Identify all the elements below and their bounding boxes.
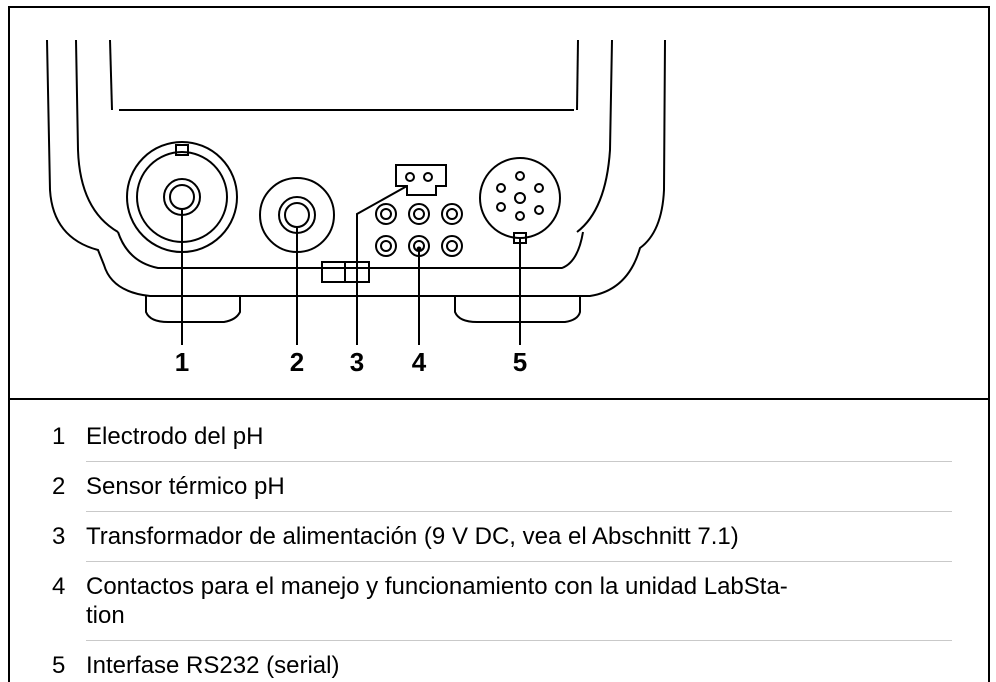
legend-item: 3 Transformador de alimentación (9 V DC,…: [52, 522, 952, 551]
leader-lines: [181, 185, 521, 345]
rs232-interface-socket: [479, 157, 561, 244]
legend-text-line-1: Contactos para el manejo y funcionamient…: [86, 573, 788, 600]
frame-top-border: [8, 6, 990, 8]
callout-2: 2: [289, 347, 305, 377]
legend-text: Electrodo del pH: [86, 423, 264, 450]
legend-number: 3: [52, 523, 66, 550]
legend-separator: [86, 640, 952, 641]
legend-item: 4 Contactos para el manejo y funcionamie…: [52, 572, 952, 630]
legend-item: 1 Electrodo del pH: [52, 422, 952, 451]
callout-5: 5: [512, 347, 528, 377]
legend-number: 4: [52, 573, 66, 600]
legend-separator: [86, 461, 952, 462]
legend-number: 2: [52, 473, 66, 500]
legend-text: Interfase RS232 (serial): [86, 652, 340, 679]
frame-right-border: [988, 6, 990, 682]
frame-divider: [8, 398, 990, 400]
labstation-contacts: [375, 203, 463, 257]
foot-right: [454, 296, 581, 323]
legend-text: Transformador de alimentación (9 V DC, v…: [86, 523, 739, 550]
legend-separator: [86, 561, 952, 562]
frame-left-border: [8, 6, 10, 682]
legend-item: 5 Interfase RS232 (serial): [52, 651, 952, 680]
power-supply-socket: [395, 164, 447, 196]
legend-text-line-2: tion: [86, 602, 125, 629]
callout-3: 3: [349, 347, 365, 377]
foot-left: [145, 296, 241, 323]
legend-number: 5: [52, 652, 66, 679]
legend-item: 2 Sensor térmico pH: [52, 472, 952, 501]
legend-separator: [86, 511, 952, 512]
legend-text: Sensor térmico pH: [86, 473, 285, 500]
housing-outline: [46, 39, 666, 297]
legend-number: 1: [52, 423, 66, 450]
legend-list: 1 Electrodo del pH 2 Sensor térmico pH 3…: [52, 422, 952, 680]
callout-4: 4: [411, 347, 427, 377]
callout-1: 1: [174, 347, 190, 377]
device-connector-panel-drawing: [46, 39, 666, 345]
